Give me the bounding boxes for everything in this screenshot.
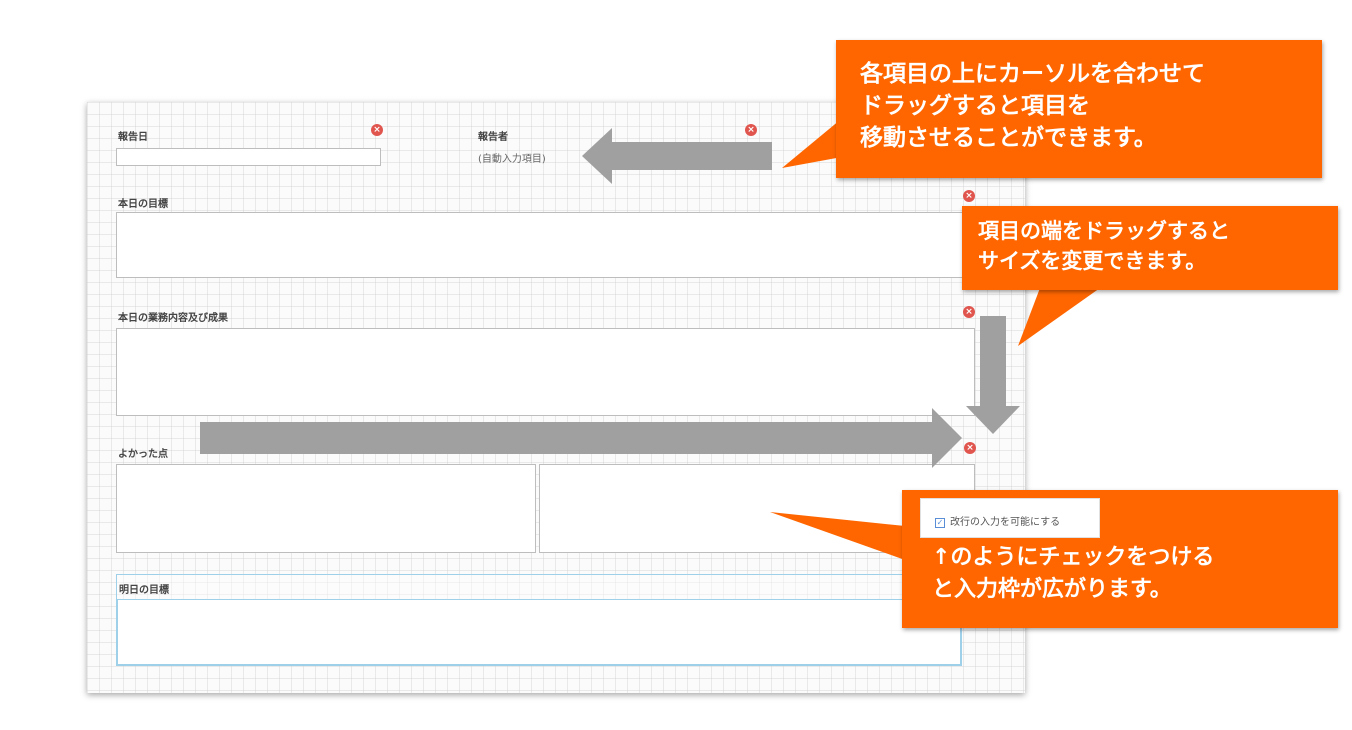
tomorrow-goal-label: 明日の目標 [119,585,169,596]
callout-tail-linebreak [770,512,905,560]
callout-move-line-2: ドラッグすると項目を [860,93,1090,119]
today-work-label: 本日の業務内容及び成果 [118,313,228,324]
report-date-input[interactable] [116,148,381,166]
good-points-label: よかった点 [118,449,168,460]
checkbox-checked-icon[interactable]: ✓ [935,518,945,528]
today-work-input[interactable] [116,328,975,416]
field-tomorrow-goal[interactable]: 明日の目標 [116,574,962,666]
callout-linebreak-line-2: と入力枠が広がります。 [932,577,1172,602]
form-canvas: 報告日 × 報告者 (自動入力項目) × 本日の目標 × 本日の業務内容及び成果… [87,102,1025,693]
arrow-right [200,408,962,468]
linebreak-checkbox-label: 改行の入力を可能にする [950,517,1061,528]
delete-icon[interactable]: × [963,190,975,202]
tomorrow-goal-input[interactable] [117,599,961,665]
callout-tail-resize [1018,288,1100,346]
today-goal-input[interactable] [116,212,978,278]
good-points-input[interactable] [116,464,536,553]
callout-move-line-1: 各項目の上にカーソルを合わせて [860,61,1205,87]
delete-icon[interactable]: × [964,442,976,454]
field-today-work[interactable]: 本日の業務内容及び成果 × [116,304,986,416]
reporter-label: 報告者 [478,132,508,143]
field-good-points[interactable]: よかった点 [116,438,538,553]
arrow-left [582,128,772,184]
field-today-goal[interactable]: 本日の目標 × [116,190,986,282]
field-report-date[interactable]: 報告日 × [116,124,386,169]
delete-icon[interactable]: × [371,124,383,136]
reporter-value: (自動入力項目) [478,154,546,165]
report-date-label: 報告日 [118,132,148,143]
callout-resize: 項目の端をドラッグすると サイズを変更できます。 [962,206,1338,290]
callout-resize-line-1: 項目の端をドラッグすると [978,219,1230,243]
callout-move-line-3: 移動させることができます。 [860,125,1157,151]
callout-resize-line-2: サイズを変更できます。 [978,249,1207,273]
arrow-down [966,316,1020,434]
today-goal-label: 本日の目標 [118,199,168,210]
callout-drag-move: 各項目の上にカーソルを合わせて ドラッグすると項目を 移動させることができます。 [836,40,1322,178]
delete-icon[interactable]: × [745,124,757,136]
delete-icon[interactable]: × [963,306,975,318]
linebreak-checkbox-sample[interactable]: ✓ 改行の入力を可能にする [920,498,1100,538]
callout-linebreak-line-1: ↑のようにチェックをつける [932,545,1215,570]
field-reporter[interactable]: 報告者 (自動入力項目) × [476,124,766,169]
